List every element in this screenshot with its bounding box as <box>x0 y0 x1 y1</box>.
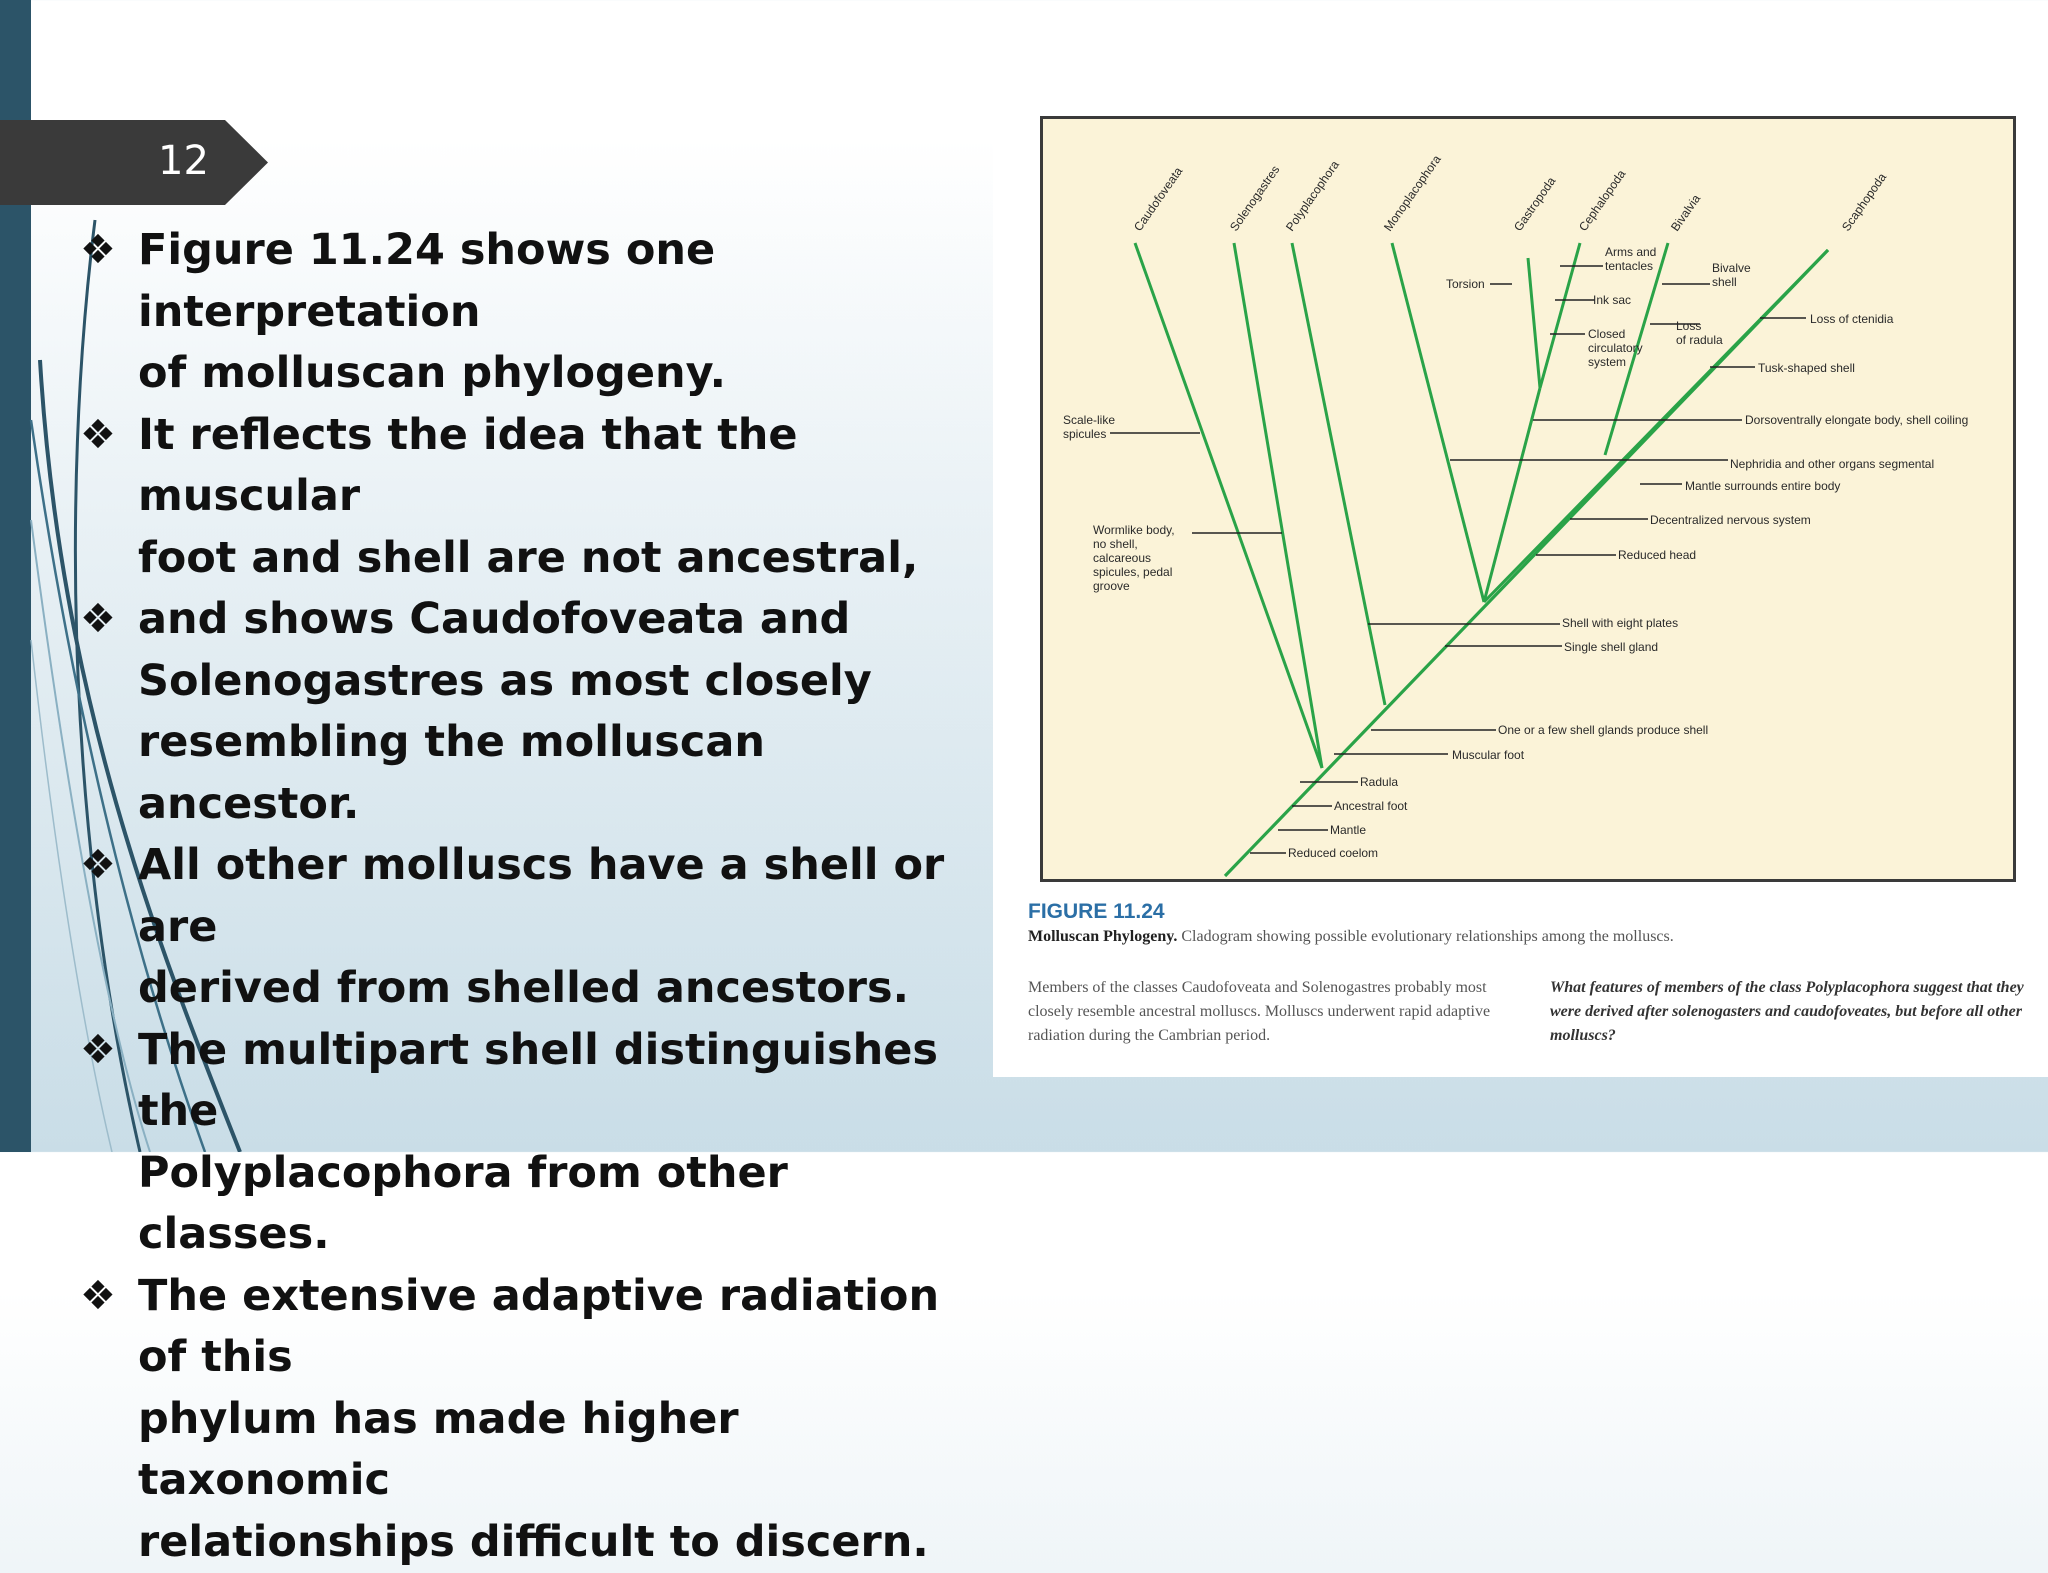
taxon-label-cephalopoda: Cephalopoda <box>1576 167 1629 234</box>
taxon-label-bivalvia: Bivalvia <box>1668 192 1703 234</box>
trait-label-coelom: Reduced coelom <box>1288 846 1378 860</box>
taxon-label-scaphopoda: Scaphopoda <box>1839 170 1889 234</box>
trait-label-ctenidia: Loss of ctenidia <box>1810 312 1894 326</box>
branch-gastropoda <box>1528 258 1540 388</box>
trait-label-foot: Muscular foot <box>1452 748 1525 762</box>
trait-label-ink: Ink sac <box>1593 293 1631 307</box>
figure-caption-body: Members of the classes Caudofoveata and … <box>1028 976 1518 1048</box>
branch-cephalopoda <box>1540 243 1580 388</box>
trait-label-nephridia: Nephridia and other organs segmental <box>1730 457 1934 471</box>
branch-caudofoveata <box>1135 243 1322 768</box>
bullet-text-line: relationships difficult to discern. <box>138 1517 929 1567</box>
figure-title-bold: Molluscan Phylogeny. <box>1028 928 1177 945</box>
trait-label-radula: Radula <box>1360 775 1398 789</box>
trait-label-dorso: Dorsoventrally elongate body, shell coil… <box>1745 413 1968 427</box>
trait-label-nervous: Decentralized nervous system <box>1650 513 1811 527</box>
trait-label-ancfoot: Ancestral foot <box>1334 799 1408 813</box>
figure-label: FIGURE 11.24 <box>1028 900 1165 924</box>
branch-polyplacophora <box>1292 243 1385 705</box>
trait-label-mantle: Mantle surrounds entire body <box>1685 479 1840 493</box>
trait-label-head: Reduced head <box>1618 548 1696 562</box>
figure-question: What features of members of the class Po… <box>1550 976 2040 1048</box>
taxon-label-caudofoveata: Caudofoveata <box>1131 164 1186 234</box>
branch-monoplacophora <box>1392 243 1484 602</box>
taxon-label-monoplacophora: Monoplacophora <box>1381 152 1444 234</box>
figure-title-rest: Cladogram showing possible evolutionary … <box>1177 928 1673 945</box>
bullet-text-line: phylum has made higher taxonomic <box>138 1394 739 1506</box>
bullet-marker-icon: ❖ <box>80 1266 116 1328</box>
bullet-text-line: Polyplacophora from other classes. <box>138 1148 788 1260</box>
figure-title: Molluscan Phylogeny. Cladogram showing p… <box>1028 928 1674 946</box>
bullet-item: ❖ The extensive adaptive radiation of thi… <box>80 1266 990 1573</box>
bullet-text-line: The extensive adaptive radiation of this <box>138 1271 939 1383</box>
taxon-label-polyplacophora: Polyplacophora <box>1283 158 1342 234</box>
trait-label-gland: Single shell gland <box>1564 640 1658 654</box>
trait-label-plates: Shell with eight plates <box>1562 616 1678 630</box>
trait-label-glands: One or a few shell glands produce shell <box>1498 723 1708 737</box>
branch-gastro-cephalo-stem <box>1484 388 1540 602</box>
trait-label-torsion: Torsion <box>1446 277 1485 291</box>
taxon-label-gastropoda: Gastropoda <box>1511 174 1559 234</box>
taxon-label-solenogastres: Solenogastres <box>1227 163 1282 234</box>
trait-label-tusk: Tusk-shaped shell <box>1758 361 1855 375</box>
trait-label-mantle2: Mantle <box>1330 823 1366 837</box>
